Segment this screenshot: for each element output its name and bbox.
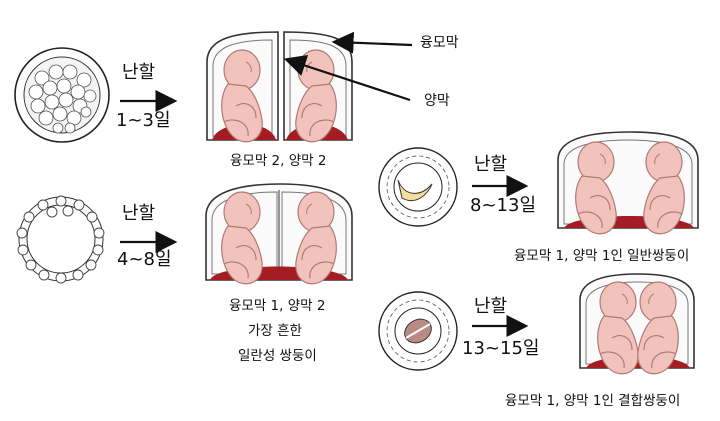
split-inner-mass-icon [378,291,458,371]
chorion-label: 융모막 [420,35,459,51]
row3-step-label: 난할 [474,154,508,175]
row3-days-label: 8~13일 [470,195,536,216]
row2-caption-line3: 일란성 쌍둥이 [238,348,317,364]
row2-days-label: 4~8일 [117,249,172,270]
twins-monochorionic-diamniotic-illustration [205,183,353,285]
row1-caption: 융모막 2, 양막 2 [230,153,327,169]
morula-icon [14,47,110,143]
amnion-label: 양막 [424,93,450,109]
amnion-pointer [283,55,411,102]
twins-dichorionic-illustration [206,31,353,143]
row2-caption-line1: 융모막 1, 양막 2 [229,298,326,314]
chorion-pointer [331,31,413,54]
blastocyst-icon [16,195,105,284]
row1-step-label: 난할 [122,62,156,83]
blastocyst-inner-mass-icon [378,147,458,227]
twins-monoamniotic-illustration [557,131,699,235]
twins-conjoined-illustration [579,273,695,375]
row1-days-label: 1~3일 [116,110,171,131]
row4-days-label: 13~15일 [462,338,540,359]
row4-caption: 융모막 1, 양막 1인 결합쌍둥이 [505,393,681,409]
row2-caption-line2: 가장 흔한 [248,323,302,339]
row4-step-label: 난할 [474,296,508,317]
row2-step-label: 난할 [122,203,156,224]
row3-caption: 융모막 1, 양막 1인 일반쌍둥이 [514,248,690,264]
